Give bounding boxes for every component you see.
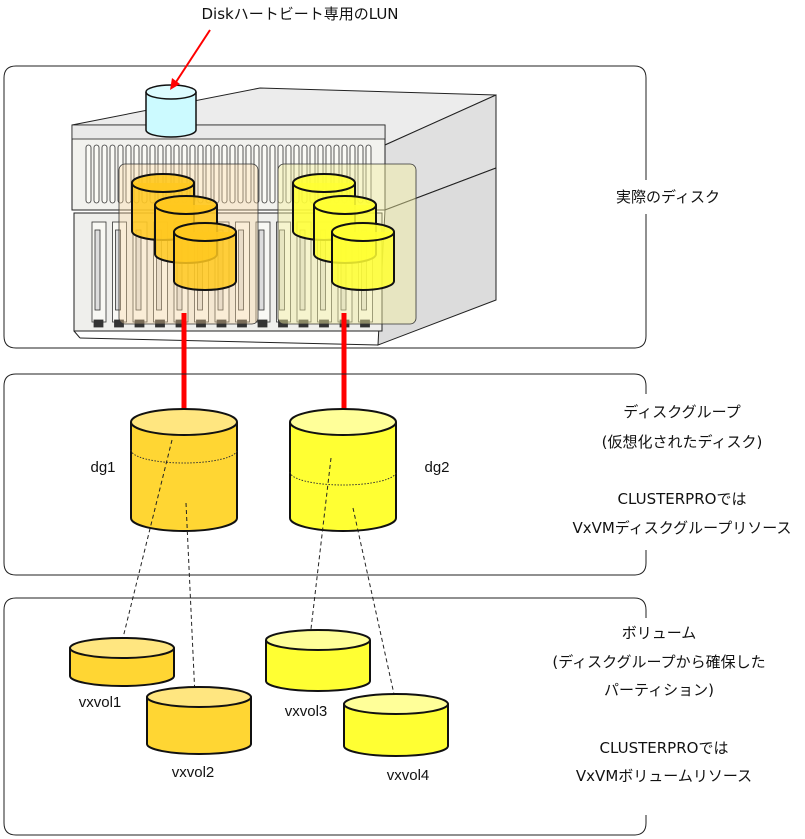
- vxvol1-disk-icon: [69, 637, 175, 687]
- physical-disk-label: 実際のディスク: [616, 188, 720, 206]
- lun-title-label: Diskハートビート専用のLUN: [201, 5, 398, 23]
- volume-label-line2: (ディスクグループから確保した: [552, 653, 765, 671]
- volume-product-line1: CLUSTERPROでは: [600, 739, 729, 757]
- dg2-physical-disk-icon: [331, 222, 395, 291]
- dg2-disk-icon: [289, 408, 397, 532]
- vxvol4-mapping-line: [352, 507, 402, 727]
- lun-arrow: [175, 29, 211, 83]
- vxvol4-disk-icon: [343, 693, 449, 757]
- drive-bay: [91, 221, 107, 328]
- dg1-label: dg1: [90, 459, 115, 476]
- volume-label-line3: パーティション): [604, 681, 714, 699]
- drive-bay: [296, 221, 312, 328]
- vent-slot: [261, 144, 268, 204]
- drive-bay: [235, 221, 250, 328]
- lun-arrow-head: [170, 78, 180, 90]
- vent-slot: [285, 144, 292, 204]
- lun-disk-icon: [145, 84, 197, 138]
- vent-slot: [101, 144, 108, 204]
- vent-slot: [125, 144, 132, 204]
- disk-group-label-line1: ディスクグループ: [623, 403, 740, 421]
- vent-slot: [109, 144, 116, 204]
- vxvol4-label: vxvol4: [387, 767, 430, 784]
- vent-slot: [221, 144, 228, 204]
- vxvol1-mapping-line: [114, 439, 173, 671]
- disk-group-product-line1: CLUSTERPROでは: [618, 490, 747, 508]
- disk-group-label-line2: (仮想化されたディスク): [602, 433, 763, 451]
- dg1-physical-disk-icon: [173, 222, 237, 291]
- volume-mapping-lines: [114, 439, 402, 727]
- vxvol3-disk-icon: [265, 629, 371, 692]
- vxvol2-disk-icon: [146, 686, 252, 755]
- vent-slot: [269, 144, 276, 204]
- vent-slot: [245, 144, 252, 204]
- volume-product-line2: VxVMボリュームリソース: [576, 767, 752, 785]
- disk-group-panel: [3, 373, 647, 576]
- drive-bay: [276, 221, 291, 328]
- vxvol2-mapping-line: [185, 502, 197, 719]
- drive-bay: [255, 221, 271, 328]
- vxvol1-label: vxvol1: [79, 694, 122, 711]
- disk-group-product-line2: VxVMディスクグループリソース: [572, 519, 791, 537]
- dg2-label: dg2: [424, 459, 449, 476]
- vxvol3-label: vxvol3: [285, 703, 328, 720]
- vent-slot: [229, 144, 236, 204]
- vent-slot: [93, 144, 100, 204]
- drive-bay: [132, 221, 148, 328]
- dg1-disk-icon: [130, 408, 238, 532]
- physical-disk-panel: [3, 65, 647, 349]
- volume-panel: [3, 597, 647, 836]
- vxvol2-label: vxvol2: [172, 764, 215, 781]
- vent-slot: [85, 144, 92, 204]
- vent-slot: [237, 144, 244, 204]
- volume-label-line1: ボリューム: [622, 624, 697, 642]
